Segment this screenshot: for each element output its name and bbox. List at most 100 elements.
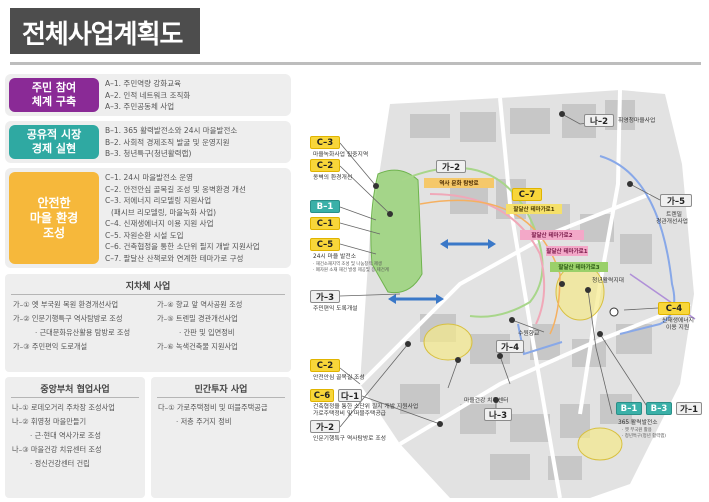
local-gov-left-items: 가–① 옛 부국원 복원 환경개선사업 가–② 인문기행특구 역사탐방로 조성 … [13, 298, 130, 354]
tag-na2[interactable]: 나–2 [584, 114, 614, 127]
local-gov-title: 지차체 사업 [125, 282, 171, 292]
label-c5-main: 24시 마을 발전소 [313, 254, 357, 260]
trail-blue-2 [517, 323, 563, 356]
strategy-item: B–2. 사회적 경제조직 발굴 및 운영지원 [105, 137, 230, 147]
central-gov-item: 나–③ 마을건강 치유센터 조성 [12, 445, 102, 454]
label-c7: 팔달산 테마가로1 [506, 204, 562, 214]
central-gov-item: · 근·현대 역사가로 조성 [30, 431, 101, 440]
label-b-main: 365 활력발전소 [618, 420, 658, 426]
strategy-item: B–1. 365 활력발전소와 24시 마을발전소 [105, 126, 238, 135]
tag-b1[interactable]: B–1 [310, 200, 340, 213]
local-gov-right-items: 가–④ 향교 앞 역사공원 조성 가–⑤ 트렌밀 경관개선사업 · 간판 및 입… [157, 298, 242, 354]
tag-c7[interactable]: C–7 [512, 188, 542, 201]
local-gov-item: 가–④ 향교 앞 역사공원 조성 [157, 300, 243, 309]
strategy-c-label: 안전한 마을 환경 조성 [9, 172, 99, 264]
page-title: 전체사업계획도 [22, 20, 183, 50]
green-park-area [370, 169, 423, 294]
tag-c4[interactable]: C–4 [658, 302, 690, 315]
strategy-item: C–2. 안전안심 골목길 조성 및 옹벽환경 개선 [105, 184, 246, 194]
strategy-item: C–4. 신재생에너지 이용 지원 사업 [105, 219, 214, 228]
local-gov-item: 가–⑥ 녹색건축물 지원사업 [157, 342, 238, 351]
strategy-item: A–2. 인적 네트워크 조직화 [105, 90, 191, 100]
label-hyanggyo: 수원향교 [518, 331, 540, 337]
strategy-a-label-line2: 체계 구축 [31, 95, 77, 108]
local-gov-item: 가–① 옛 부국원 복원 환경개선사업 [13, 300, 119, 309]
tag-c2-top[interactable]: C–2 [310, 159, 340, 172]
tag-b3[interactable]: B–3 [646, 402, 672, 415]
strategy-b-label-line1: 공유적 시장 [26, 128, 82, 142]
tag-ga2[interactable]: 가–2 [310, 420, 340, 433]
label-c3: 마을녹화사업 집중지역 [313, 152, 369, 158]
tag-c2-bottom[interactable]: C–2 [310, 359, 340, 372]
tag-c3[interactable]: C–3 [310, 136, 340, 149]
tag-c5[interactable]: C–5 [310, 238, 340, 251]
page-title-box: 전체사업계획도 [10, 8, 200, 54]
label-b-sub2: · 청년특구(청년 활력랩) [622, 434, 666, 439]
tag-ga3[interactable]: 가–3 [310, 290, 340, 303]
private-panel: 민간투자 사업 다–① 가로주택정비 및 떠블주택공급 · 저층 주거지 정비 [151, 377, 291, 498]
strategy-b-label-line2: 경제 실현 [31, 142, 77, 155]
tag-ga2-top[interactable]: 가–2 [436, 160, 466, 173]
strategy-item: C–1. 24시 마을발전소 운영 [105, 173, 194, 182]
central-gov-panel: 중앙부처 협업사업 나–① 로데오거리 주차장 조성사업 나–② 휘영청 마을만… [5, 377, 145, 498]
label-c2-top: 옹벽의 환경개선 [313, 175, 353, 181]
strategy-b-block: 공유적 시장 경제 실현 B–1. 365 활력발전소와 24시 마을발전소 B… [5, 121, 291, 163]
tag-na3[interactable]: 나–3 [484, 408, 512, 421]
label-c4-line2: 이용 지원 [666, 325, 690, 331]
zone-ellipse [577, 427, 623, 461]
private-item: 다–① 가로주택정비 및 떠블주택공급 [158, 403, 268, 412]
tag-ga4[interactable]: 가–4 [496, 340, 524, 353]
label-ga2-top: 역사 문화 탐방로 [424, 178, 494, 188]
strategy-c-label-line1: 안전한 [37, 195, 71, 210]
strategy-a-label-line1: 주민 참여 [31, 81, 77, 95]
local-gov-item: 가–③ 주민편익 도로개설 [13, 342, 88, 351]
central-gov-item: · 정신건강센터 건립 [30, 459, 90, 468]
central-gov-item: 나–① 로데오거리 주차장 조성사업 [12, 403, 115, 412]
strategy-item: A–1. 주민역량 강화교육 [105, 79, 182, 88]
label-c2-bottom: 안전안심 골목길 조성 [313, 375, 365, 381]
local-gov-panel: 지차체 사업 가–① 옛 부국원 복원 환경개선사업 가–② 인문기행특구 역사… [5, 274, 291, 372]
tag-b1-bottom[interactable]: B–1 [616, 402, 642, 415]
strategy-item: A–3. 주민공동체 사업 [105, 102, 175, 111]
central-gov-item: 나–② 휘영청 마을만들기 [12, 417, 87, 426]
label-c4-line1: 신재생에너지 [662, 318, 694, 324]
label-ga5-line1: 트렌밀 [666, 212, 682, 218]
zone-ellipse [423, 323, 473, 361]
local-gov-item: · 간판 및 입면정비 [179, 328, 235, 337]
local-gov-divider [11, 294, 285, 295]
tag-ga5[interactable]: 가–5 [660, 194, 692, 207]
strategy-c-items: C–1. 24시 마을발전소 운영 C–2. 안전안심 골목길 조성 및 옹벽환… [105, 172, 260, 264]
strategy-a-block: 주민 참여 체계 구축 A–1. 주민역량 강화교육 A–2. 인적 네트워크 … [5, 74, 291, 116]
strategy-item: C–5. 자원순환 시설 도입 [105, 230, 184, 240]
tag-ga1[interactable]: 가–1 [676, 402, 702, 415]
private-item: · 저층 주거지 정비 [176, 417, 232, 426]
theme-street-1-strip: 팔달산 테마가로1 [546, 246, 588, 256]
central-gov-divider [11, 397, 139, 398]
local-gov-item: 가–② 인문기행특구 역사탐방로 조성 [13, 314, 123, 323]
label-c5-sub1: · 재건소재지역 조성 및 나눔창작 제생 [313, 262, 382, 267]
zone-ellipse [555, 263, 605, 321]
tag-da1[interactable]: 다–1 [338, 389, 362, 402]
private-items: 다–① 가로주택정비 및 떠블주택공급 · 저층 주거지 정비 [158, 401, 267, 429]
strategy-item: C–6. 건축협정을 통한 소단위 필지 개발 지원사업 [105, 242, 260, 251]
theme-street-2-strip: 팔달산 테마가로2 [520, 230, 584, 240]
local-gov-item: · 근대문화유산활용 탐방로 조성 [35, 328, 131, 337]
label-healing: 마을건강 치유센터 [464, 398, 509, 404]
strategy-item: C–3. 저에너지 리모델링 지원사업 [105, 196, 212, 205]
strategy-c-label-line3: 조성 [42, 225, 66, 240]
label-b-sub1: · 옛 부국원 활용 [622, 428, 652, 433]
tag-c1[interactable]: C–1 [310, 217, 340, 230]
title-divider [10, 62, 701, 65]
label-ga5-line2: 경관개선사업 [656, 219, 688, 225]
strategy-a-label: 주민 참여 체계 구축 [9, 78, 99, 112]
site-plan-map: 팔달산 테마가로2 팔달산 테마가로1 팔달산 테마가로3 C–3 마을녹화사업… [300, 84, 704, 498]
strategy-item: C–7. 팔달산 산책로와 연계한 테마가로 구성 [105, 253, 244, 263]
strategy-c-block: 안전한 마을 환경 조성 C–1. 24시 마을발전소 운영 C–2. 안전안심… [5, 168, 291, 268]
strategy-c-label-line2: 마을 환경 [29, 210, 79, 225]
roads [358, 89, 691, 498]
strategy-b-label: 공유적 시장 경제 실현 [9, 125, 99, 159]
trail-pink [429, 193, 546, 325]
private-divider [157, 397, 285, 398]
tag-c6[interactable]: C–6 [310, 389, 334, 402]
label-na2: 휘영청마을사업 [618, 118, 656, 124]
